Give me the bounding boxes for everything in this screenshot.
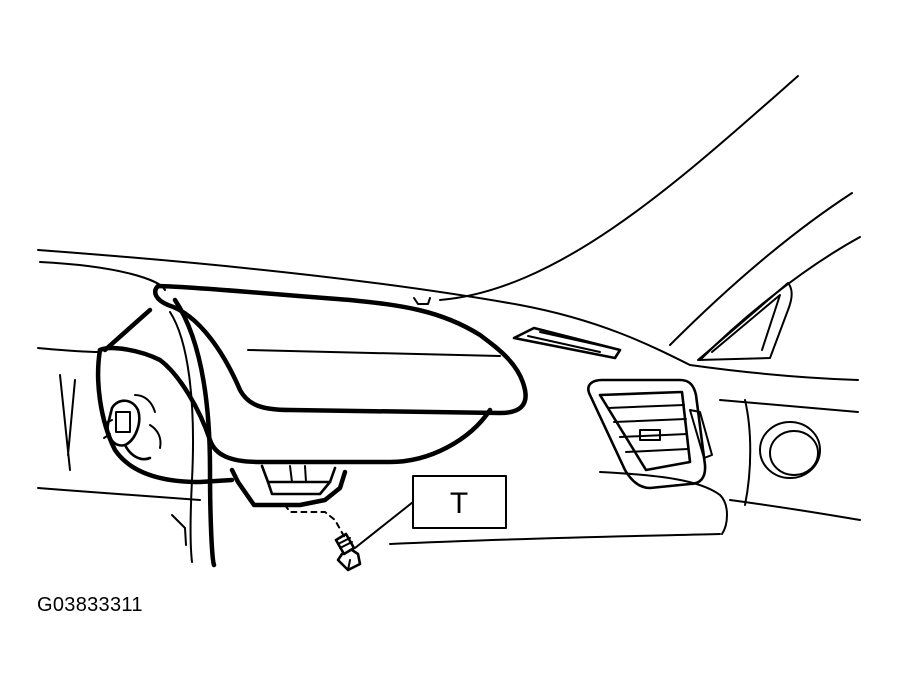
callout-label: T xyxy=(450,487,468,520)
left-panel-outline xyxy=(95,347,235,485)
dash-round-vent xyxy=(759,421,821,479)
windshield-edge xyxy=(439,75,799,301)
dash-right-lower xyxy=(729,499,861,521)
bolt-alignment-dashes xyxy=(284,504,346,539)
bolt-icon xyxy=(334,532,362,572)
left-lower-edge xyxy=(37,487,201,501)
defroster-vent-inner xyxy=(527,331,613,353)
left-side-line xyxy=(37,347,101,353)
figure-code: G03833311 xyxy=(37,594,143,616)
door-frame-outer xyxy=(669,192,853,346)
dash-top-line xyxy=(37,249,691,366)
quarter-window xyxy=(697,282,793,361)
callout-leader xyxy=(354,501,414,549)
vent-side-slot xyxy=(689,409,713,459)
callout-t: T xyxy=(412,475,507,529)
right-panel-vertical xyxy=(744,399,752,506)
lower-panel-curve xyxy=(97,345,493,465)
airbag-module xyxy=(153,283,528,416)
defroster-vent xyxy=(512,326,622,360)
quarter-window-inner xyxy=(711,294,781,353)
center-air-vent xyxy=(587,378,707,490)
dash-lower-line xyxy=(389,533,721,545)
dash-right-line xyxy=(689,364,859,381)
left-column-edge xyxy=(169,311,194,563)
left-panel-outer-line xyxy=(102,307,153,353)
glove-hinge-line xyxy=(172,297,217,568)
dash-top-line-2 xyxy=(39,261,166,291)
airbag-top-tab xyxy=(413,297,431,305)
airbag-crease xyxy=(247,349,501,357)
wiring-connector xyxy=(103,394,162,461)
left-floor-mark xyxy=(171,514,187,546)
dash-right-line-2 xyxy=(719,399,859,413)
dash-lower-right-curve xyxy=(599,471,728,535)
airbag-bracket xyxy=(229,464,348,508)
left-kick-panel xyxy=(59,374,76,471)
